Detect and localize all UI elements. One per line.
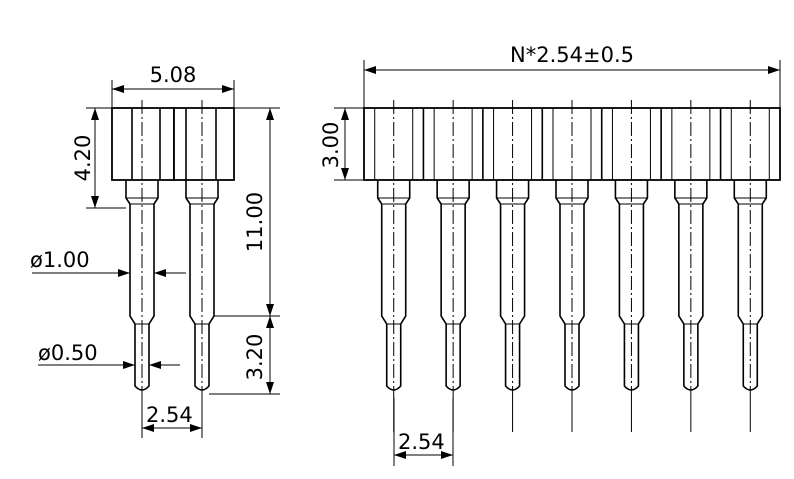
dim-front-pitch-label: 2.54 (398, 430, 445, 454)
dim-tail-length: 3.20 (209, 316, 280, 395)
dim-front-body-height: 3.00 (319, 107, 364, 181)
dim-length-label: N*2.54±0.5 (510, 43, 634, 67)
front-pin (733, 100, 768, 432)
front-pin (436, 100, 470, 432)
dim-body-height-label: 4.20 (71, 135, 95, 182)
dim-tail-diameter-label: ø0.50 (38, 341, 98, 365)
front-pin (614, 100, 649, 432)
dim-pin-diameter: ø1.00 (30, 248, 186, 277)
front-pins (376, 100, 768, 432)
front-pin (495, 100, 530, 432)
dim-front-body-height-label: 3.00 (319, 122, 343, 169)
dim-total-height: 11.00 (214, 107, 280, 317)
dim-width: 5.08 (111, 63, 235, 108)
front-view: N*2.54±0.5 3.00 2.54 (319, 43, 781, 466)
dim-body-height: 4.20 (71, 107, 126, 209)
dim-tail-length-label: 3.20 (243, 334, 267, 381)
dim-length: N*2.54±0.5 (363, 43, 781, 108)
dim-tail-diameter: ø0.50 (38, 341, 180, 369)
dim-total-height-label: 11.00 (243, 192, 267, 252)
side-pin-left (125, 100, 159, 398)
side-pin-right (185, 100, 219, 398)
side-housing-left (111, 107, 175, 181)
dim-side-pitch-label: 2.54 (146, 403, 193, 427)
dim-width-label: 5.08 (150, 63, 197, 87)
front-pin (555, 100, 589, 432)
front-housing-cells (374, 108, 770, 180)
front-pin (674, 100, 708, 432)
dim-side-pitch: 2.54 (141, 398, 203, 438)
side-view: 5.08 4.20 11.00 3.20 (30, 63, 280, 438)
dim-front-pitch: 2.54 (393, 398, 454, 466)
side-housing-right (173, 107, 235, 181)
dim-pin-diameter-label: ø1.00 (30, 248, 90, 272)
